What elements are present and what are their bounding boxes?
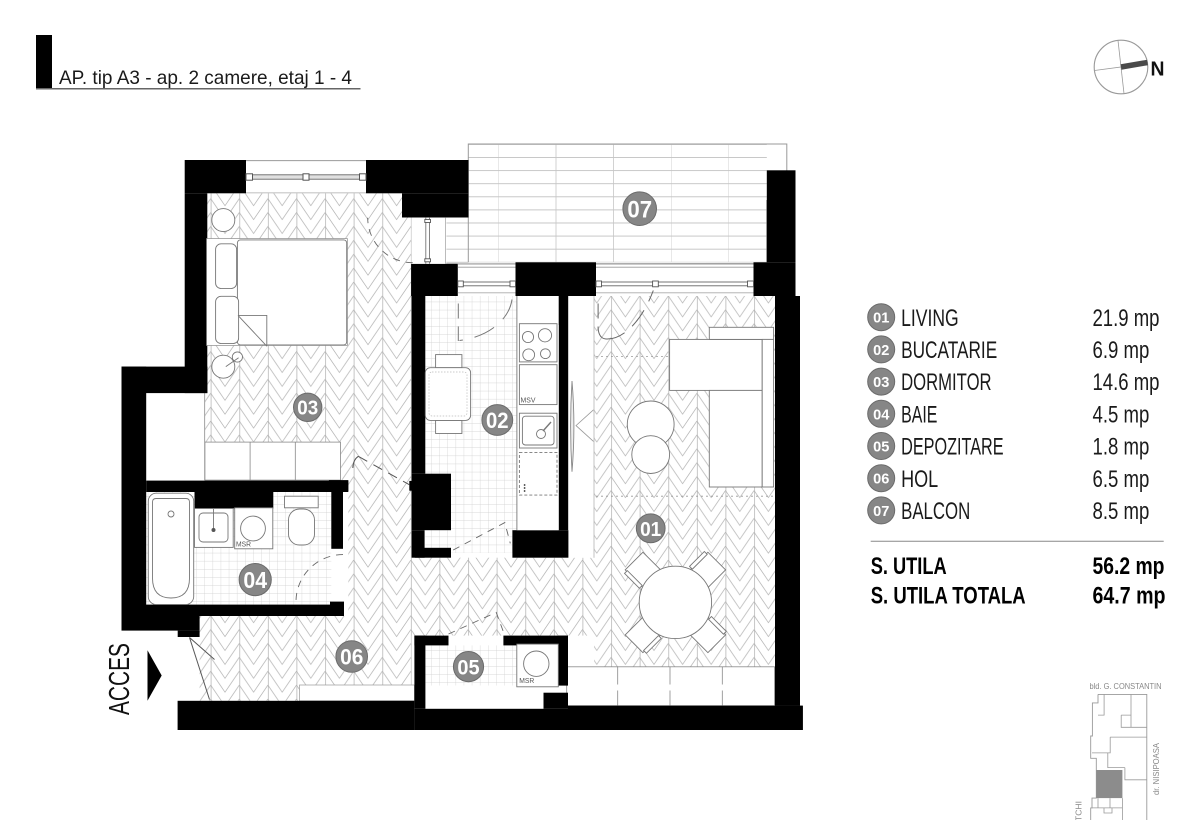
svg-text:05: 05 <box>457 655 479 680</box>
svg-text:MSR: MSR <box>236 540 252 549</box>
svg-text:DEPOZITARE: DEPOZITARE <box>901 434 1004 461</box>
svg-text:AP. tip A3 - ap. 2 camere, eta: AP. tip A3 - ap. 2 camere, etaj 1 - 4 <box>59 67 352 89</box>
svg-text:21.9 mp: 21.9 mp <box>1093 305 1160 332</box>
svg-text:04: 04 <box>873 406 890 423</box>
svg-text:DORMITOR: DORMITOR <box>901 369 992 396</box>
svg-text:07: 07 <box>627 197 652 224</box>
svg-text:06: 06 <box>340 645 363 670</box>
svg-text:N: N <box>1151 59 1165 81</box>
svg-text:BALCON: BALCON <box>901 498 970 525</box>
svg-text:MSV: MSV <box>521 396 536 405</box>
svg-text:02: 02 <box>486 408 509 433</box>
svg-text:56.2 mp: 56.2 mp <box>1093 553 1165 580</box>
svg-text:01: 01 <box>640 518 661 541</box>
svg-text:06: 06 <box>873 471 889 488</box>
svg-text:dr. NISIPOASA: dr. NISIPOASA <box>1151 743 1161 795</box>
svg-text:03: 03 <box>873 374 889 391</box>
svg-text:07: 07 <box>873 503 889 520</box>
svg-text:01: 01 <box>873 310 890 327</box>
svg-text:BUCATARIE: BUCATARIE <box>901 337 997 364</box>
svg-text:LIVING: LIVING <box>901 305 959 332</box>
svg-text:1.8 mp: 1.8 mp <box>1093 434 1150 461</box>
svg-text:S. UTILA TOTALA: S. UTILA TOTALA <box>871 583 1026 610</box>
svg-text:4.5 mp: 4.5 mp <box>1093 401 1150 428</box>
svg-text:HOL: HOL <box>901 466 938 493</box>
svg-text:ACCES: ACCES <box>104 643 136 715</box>
svg-text:S. UTILA: S. UTILA <box>871 553 947 580</box>
svg-text:6.9 mp: 6.9 mp <box>1093 337 1150 364</box>
svg-text:8.5 mp: 8.5 mp <box>1093 498 1150 525</box>
svg-text:6.5 mp: 6.5 mp <box>1093 466 1150 493</box>
svg-text:03: 03 <box>297 398 318 420</box>
svg-text:bld. G. CONSTANTIN: bld. G. CONSTANTIN <box>1090 682 1162 691</box>
svg-text:05: 05 <box>873 439 890 456</box>
svg-text:TCHI: TCHI <box>1074 801 1084 820</box>
svg-text:04: 04 <box>243 567 267 593</box>
svg-text:02: 02 <box>873 342 889 359</box>
svg-text:64.7 mp: 64.7 mp <box>1093 583 1166 610</box>
svg-text:BAIE: BAIE <box>901 401 937 428</box>
svg-text:MSR: MSR <box>519 676 535 685</box>
svg-text:14.6 mp: 14.6 mp <box>1093 369 1160 396</box>
